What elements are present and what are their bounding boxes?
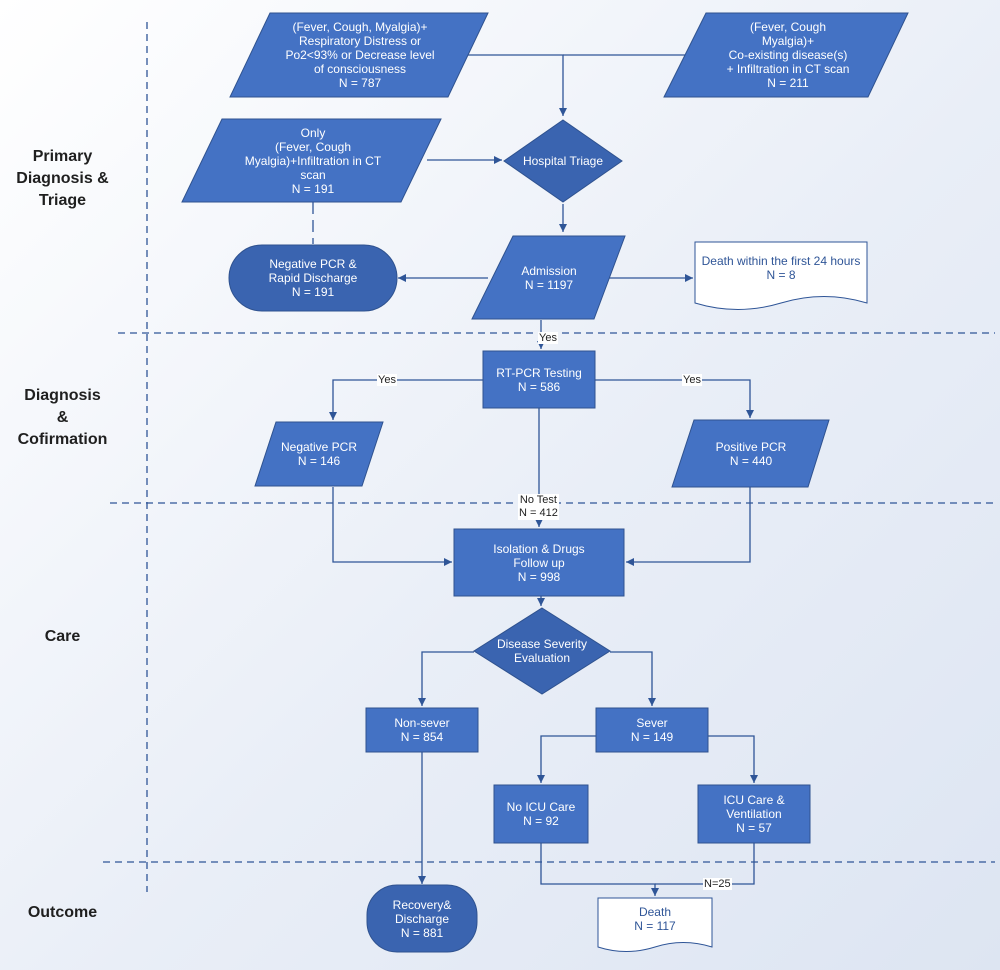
non-sever-shape [365, 707, 479, 753]
negative-pcr-shape [254, 421, 384, 487]
admission-node: Admission N = 1197 [521, 263, 577, 292]
hospital-triage-shape [503, 119, 623, 203]
edge-label-no-test: No Test N = 412 [518, 494, 559, 520]
positive-pcr-node: Positive PCR N = 440 [715, 439, 787, 468]
edge-fever-resp-to-triage [458, 54, 567, 116]
icu-shape [697, 784, 811, 844]
severity-evaluation-node: Disease Severity Evaluation [496, 637, 588, 665]
edge-label-negative-yes: Yes [377, 374, 397, 386]
isolation-shape [453, 528, 625, 597]
recovery-discharge-node: Recovery& Discharge N = 881 [392, 897, 452, 940]
recovery-shape [366, 884, 478, 953]
sever-node: Sever N = 149 [630, 716, 674, 744]
edge-negative-pcr-to-isolation [332, 487, 452, 566]
negative-pcr-node: Negative PCR N = 146 [280, 440, 358, 468]
edge-rtpcr-to-positive-pcr [595, 379, 754, 418]
phase-care: Care [44, 628, 81, 645]
rt-pcr-shape [482, 350, 596, 409]
edge-icu-to-death [655, 843, 755, 885]
death-24h-shape [694, 241, 868, 310]
edge-positive-pcr-to-isolation [626, 487, 751, 566]
icu-care-node: ICU Care & Ventilation N = 57 [723, 793, 785, 835]
edge-label-admission-yes: Yes [538, 332, 558, 344]
negative-rapid-discharge-node: Negative PCR & Rapid Discharge N = 191 [268, 257, 358, 299]
edge-rtpcr-to-negative-pcr [329, 379, 483, 420]
hospital-triage-node: Hospital Triage [522, 154, 604, 168]
death-24h-node: Death within the first 24 hours N = 8 [701, 254, 861, 282]
rt-pcr-node: RT-PCR Testing N = 586 [496, 365, 582, 394]
edge-severity-to-non-sever [418, 651, 474, 706]
edge-sever-to-icu [706, 735, 758, 783]
fever-coexist-shape [663, 12, 909, 98]
edge-no-icu-to-death [540, 843, 659, 896]
fever-resp-node: (Fever, Cough, Myalgia)+ Respiratory Dis… [285, 20, 435, 90]
phase-primary-diagnosis-triage: Primary Diagnosis & Triage [16, 148, 109, 209]
phase-diagnosis-confirmation: Diagnosis & Cofirmation [17, 387, 108, 448]
fever-resp-shape [229, 12, 489, 98]
fever-coexist-node: (Fever, Cough Myalgia)+ Co-existing dise… [726, 20, 850, 90]
non-sever-node: Non-sever N = 854 [394, 716, 450, 744]
no-icu-shape [493, 784, 589, 844]
negative-rapid-shape [228, 244, 398, 312]
edge-label-positive-yes: Yes [682, 374, 702, 386]
no-icu-care-node: No ICU Care N = 92 [506, 800, 576, 828]
edge-sever-to-no-icu [537, 735, 598, 783]
edge-severity-to-sever [610, 651, 656, 706]
positive-pcr-shape [671, 419, 830, 488]
isolation-node: Isolation & Drugs Follow up N = 998 [493, 541, 585, 584]
only-fever-node: Only (Fever, Cough Myalgia)+Infiltration… [244, 125, 382, 196]
death-shape [597, 897, 713, 952]
phase-outcome: Outcome [27, 904, 98, 921]
admission-shape [471, 235, 626, 320]
sever-shape [595, 707, 709, 753]
edge-label-icu-death: N=25 [703, 878, 732, 890]
severity-shape [473, 607, 611, 695]
death-node: Death N = 117 [634, 905, 676, 933]
only-fever-shape [181, 118, 442, 203]
